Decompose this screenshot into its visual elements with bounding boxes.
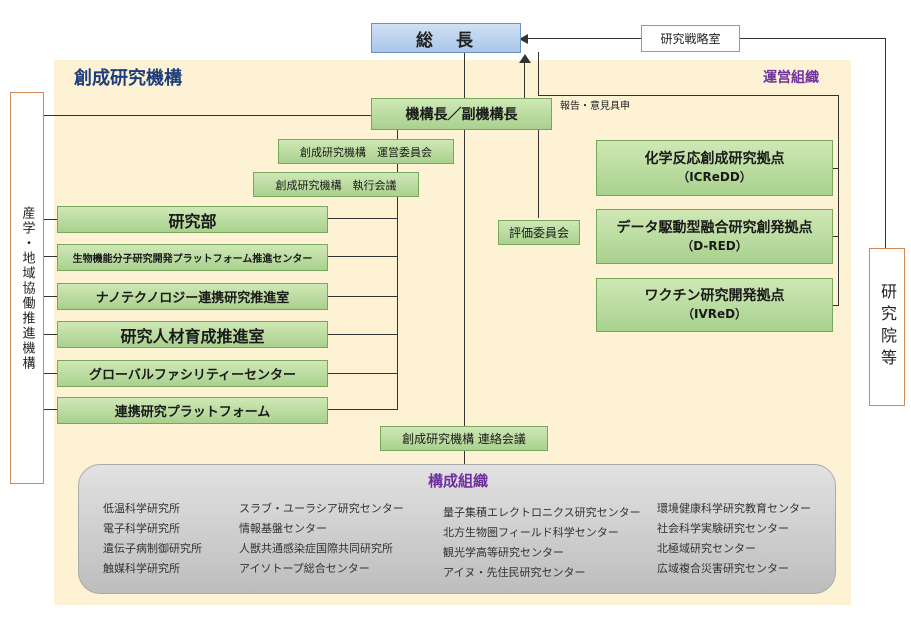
member-item: 観光学高等研究センター [443, 546, 564, 559]
unit-hr-development: 研究人材育成推進室 [57, 321, 328, 348]
member-item: 環境健康科学研究教育センター [657, 502, 811, 515]
member-item: 人獣共通感染症国際共同研究所 [239, 542, 393, 555]
connector [44, 409, 57, 410]
connector [328, 334, 398, 335]
member-item: 低温科学研究所 [103, 502, 180, 515]
president-box: 総 長 [371, 23, 521, 53]
member-item: 触媒科学研究所 [103, 562, 180, 575]
connector [44, 334, 57, 335]
connector [833, 168, 839, 169]
base-dred: データ駆動型融合研究創発拠点 （D-RED） [596, 209, 833, 264]
unit-label: 生物機能分子研究開発プラットフォーム推進センター [72, 254, 313, 265]
connector [44, 296, 57, 297]
connector [538, 52, 539, 95]
connector [44, 115, 372, 116]
research-faculties-box: 研究院等 [869, 248, 905, 406]
strategy-office-label: 研究戦略室 [660, 32, 721, 46]
connector [328, 256, 398, 257]
connector [838, 95, 839, 305]
unit-label: ナノテクノロジー連携研究推進室 [95, 291, 290, 306]
connector [464, 450, 465, 465]
base-name: ワクチン研究開発拠点 [644, 288, 785, 305]
connector [538, 130, 539, 218]
connector [527, 38, 641, 39]
unit-label: 研究人材育成推進室 [120, 326, 265, 346]
industry-collab-label: 産学・地域協働推進機構 [19, 205, 35, 371]
director-label: 機構長／副機構長 [405, 107, 518, 123]
executive-meeting-label: 創成研究機構 執行会議 [275, 178, 397, 192]
connector [44, 256, 57, 257]
member-item: 広域複合災害研究センター [657, 562, 789, 575]
member-column: 環境健康科学研究教育センター 社会科学実験研究センター 北極域研究センター 広域… [657, 499, 811, 579]
connector [328, 218, 398, 219]
member-column: 低温科学研究所 電子科学研究所 遺伝子病制御研究所 触媒科学研究所 [103, 499, 202, 579]
connector [397, 130, 398, 410]
connector [833, 305, 839, 306]
arrow-up-icon [519, 54, 531, 63]
evaluation-committee-label: 評価委員会 [508, 226, 569, 240]
unit-label: 連携研究プラットフォーム [114, 405, 271, 420]
executive-meeting-box: 創成研究機構 執行会議 [253, 172, 419, 197]
connector [328, 373, 398, 374]
base-icredd: 化学反応創成研究拠点 （ICReDD） [596, 140, 833, 196]
member-item: 北方生物圏フィールド科学センター [443, 526, 619, 539]
member-item: 北極域研究センター [657, 542, 756, 555]
steering-committee-box: 創成研究機構 運営委員会 [278, 139, 454, 164]
report-label: 報告・意見具申 [560, 101, 630, 112]
arrow-left-icon [519, 34, 528, 44]
base-abbr: （D-RED） [681, 238, 748, 253]
member-item: スラブ・ユーラシア研究センター [239, 502, 404, 515]
connector [44, 219, 57, 220]
member-item: 情報基盤センター [239, 522, 327, 535]
base-ivred: ワクチン研究開発拠点 （IVReD） [596, 278, 833, 332]
evaluation-committee-box: 評価委員会 [498, 220, 580, 245]
liaison-meeting-label: 創成研究機構 連絡会議 [402, 432, 526, 446]
member-item: アイソトープ総合センター [239, 562, 370, 575]
connector [740, 38, 885, 39]
connector [328, 296, 398, 297]
member-item: 遺伝子病制御研究所 [103, 542, 202, 555]
connector [44, 373, 57, 374]
member-item: 量子集積エレクトロニクス研究センター [443, 506, 641, 519]
member-column: スラブ・ユーラシア研究センター 情報基盤センター 人獣共通感染症国際共同研究所 … [239, 499, 404, 579]
industry-collab-box: 産学・地域協働推進機構 [10, 92, 44, 484]
unit-collab-platform: 連携研究プラットフォーム [57, 397, 328, 424]
unit-nanotech-office: ナノテクノロジー連携研究推進室 [57, 283, 328, 310]
president-label: 総 長 [416, 30, 476, 51]
connector [328, 409, 398, 410]
base-name: データ駆動型融合研究創発拠点 [616, 219, 813, 236]
connector [885, 38, 886, 248]
management-label: 運営組織 [763, 70, 819, 86]
institute-title: 創成研究機構 [74, 68, 182, 89]
unit-biofunctional-platform: 生物機能分子研究開発プラットフォーム推進センター [57, 244, 328, 271]
member-item: アイヌ・先住民研究センター [443, 566, 586, 579]
connector [538, 95, 839, 96]
base-abbr: （ICReDD） [677, 170, 752, 185]
unit-research-dept: 研究部 [57, 206, 328, 233]
member-column: 量子集積エレクトロニクス研究センター 北方生物圏フィールド科学センター 観光学高… [443, 503, 641, 583]
director-box: 機構長／副機構長 [371, 98, 552, 130]
connector [464, 53, 465, 436]
strategy-office-box: 研究戦略室 [641, 25, 740, 52]
base-abbr: （IVReD） [681, 307, 748, 322]
steering-committee-label: 創成研究機構 運営委員会 [300, 145, 432, 159]
unit-label: 研究部 [168, 211, 217, 231]
member-item: 社会科学実験研究センター [657, 522, 789, 535]
member-item: 電子科学研究所 [103, 522, 180, 535]
member-organizations-panel: 構成組織 低温科学研究所 電子科学研究所 遺伝子病制御研究所 触媒科学研究所 ス… [78, 464, 836, 594]
connector [524, 62, 525, 98]
unit-global-facility: グローバルファシリティーセンター [57, 360, 328, 387]
member-title: 構成組織 [427, 472, 488, 490]
connector [833, 236, 839, 237]
research-faculties-label: 研究院等 [878, 283, 897, 371]
liaison-meeting-box: 創成研究機構 連絡会議 [380, 426, 548, 451]
unit-label: グローバルファシリティーセンター [88, 368, 297, 383]
base-name: 化学反応創成研究拠点 [644, 151, 785, 168]
